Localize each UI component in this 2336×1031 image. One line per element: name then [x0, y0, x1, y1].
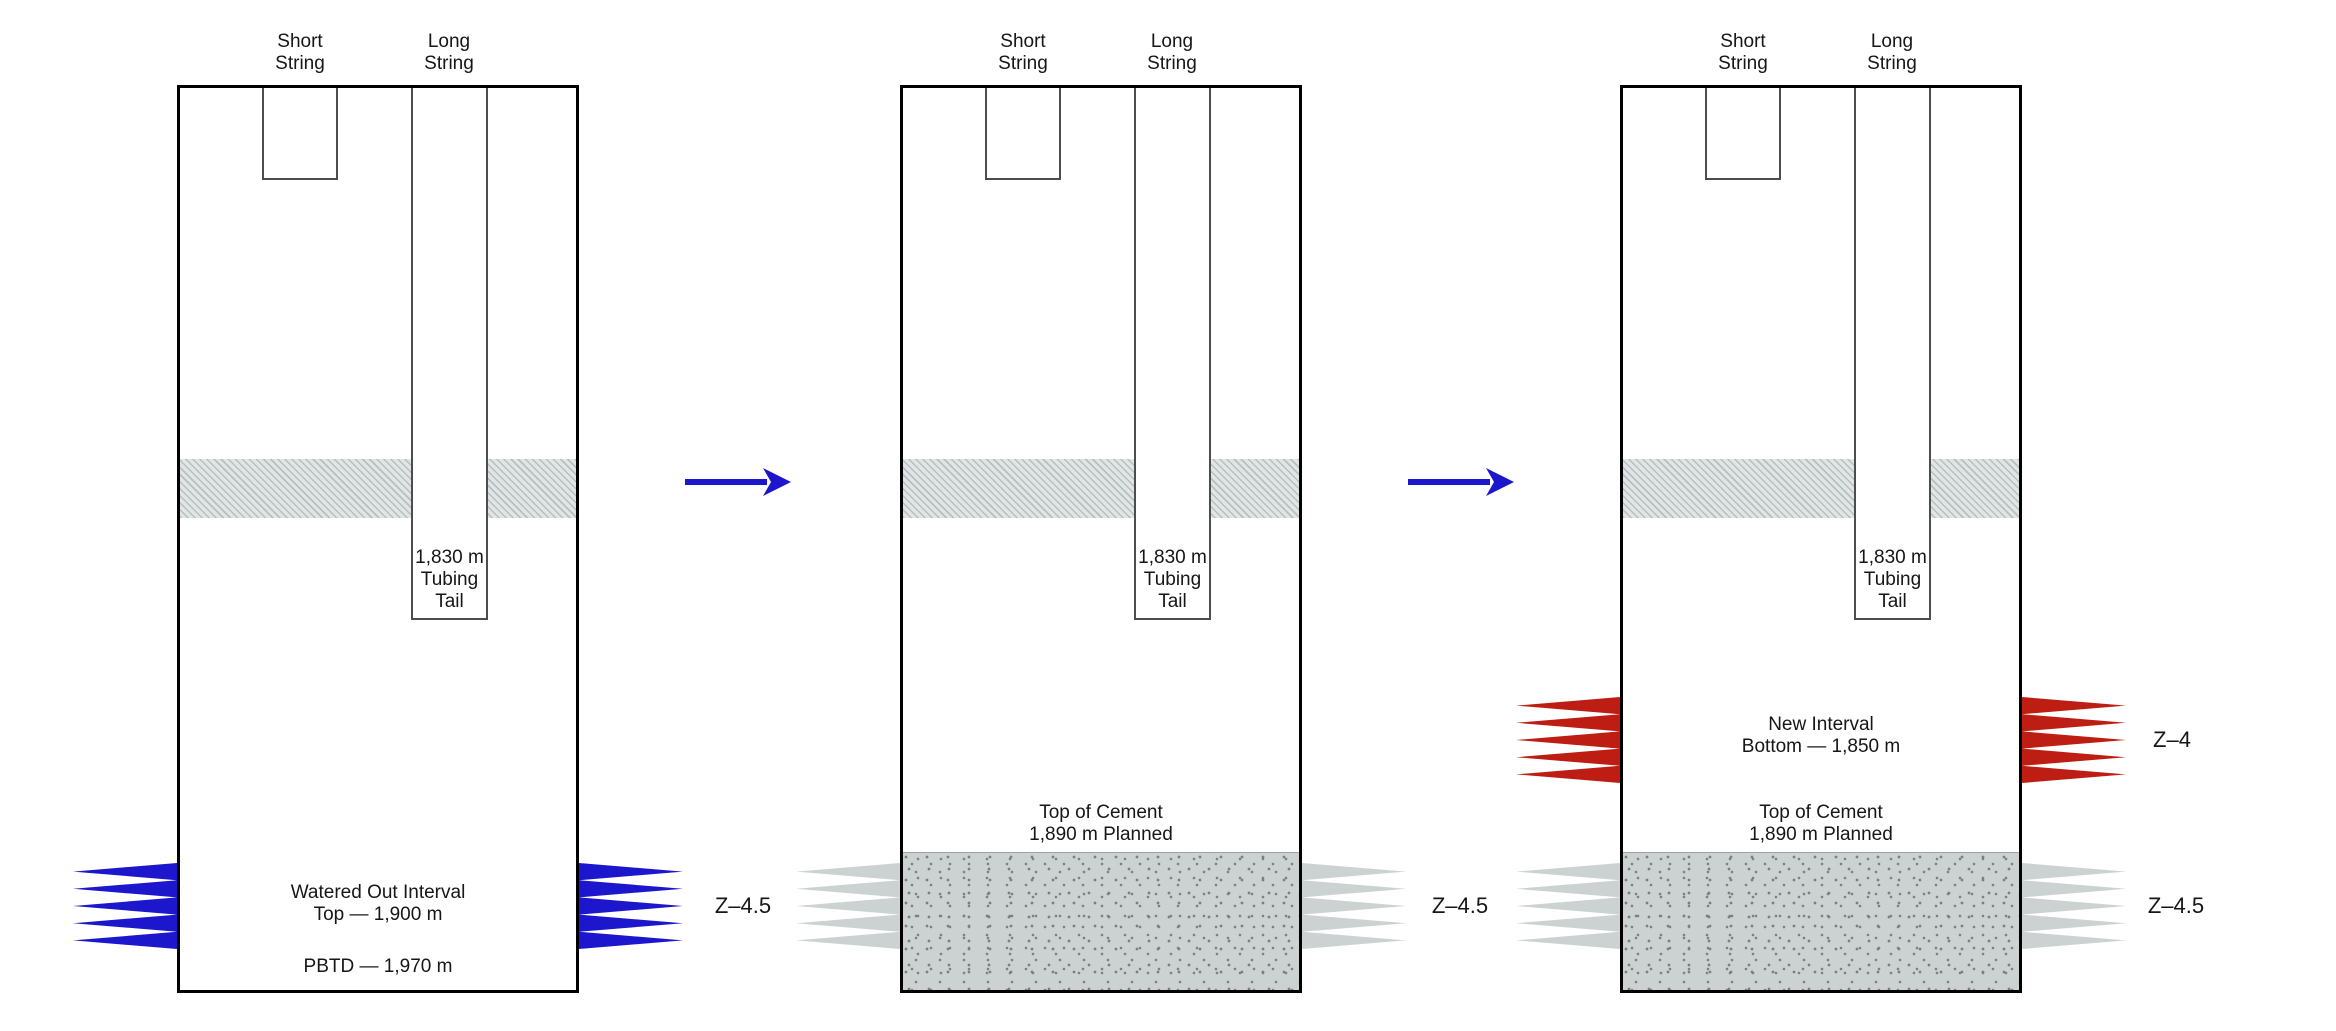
perforation-teeth — [73, 863, 177, 949]
short-string-pipe — [262, 88, 338, 180]
well-casing-stage-2: 1,830 m Tubing Tail Top of Cement 1,890 … — [900, 85, 1302, 993]
perforations-gray-left — [796, 863, 900, 949]
perforations-red-left — [1516, 697, 1620, 783]
packer-hatch-band — [903, 459, 1299, 518]
short-string-label: Short String — [275, 31, 325, 74]
perforations-gray-left — [1516, 863, 1620, 949]
well-casing-stage-1: 1,830 m Tubing Tail Watered Out Interval… — [177, 85, 579, 993]
packer-hatch-band — [1623, 459, 2019, 518]
zone-label-z45-stage-2: Z–4.5 — [1431, 893, 1489, 918]
tubing-tail-label: 1,830 m Tubing Tail — [415, 547, 484, 612]
zone-label-z45-stage-3: Z–4.5 — [2147, 893, 2205, 918]
long-string-label: Long String — [1147, 31, 1197, 74]
cement-plug-fill — [903, 852, 1299, 990]
long-string-label: Long String — [1867, 31, 1917, 74]
perforation-teeth — [2022, 863, 2126, 949]
transition-arrow-icon-1 — [685, 468, 791, 496]
packer-hatch-band — [180, 459, 576, 518]
short-string-label: Short String — [998, 31, 1048, 74]
tubing-tail-label: 1,830 m Tubing Tail — [1138, 547, 1207, 612]
zone-label-z4-stage-3: Z–4 — [2153, 727, 2191, 752]
tubing-tail-label: 1,830 m Tubing Tail — [1858, 547, 1927, 612]
long-string-pipe: 1,830 m Tubing Tail — [1854, 88, 1931, 620]
well-casing-stage-3: 1,830 m Tubing Tail New Interval Bottom … — [1620, 85, 2022, 993]
arrow-shaft — [1408, 479, 1490, 485]
new-interval-label: New Interval Bottom — 1,850 m — [1741, 714, 1901, 757]
arrow-shaft — [685, 479, 767, 485]
perforations-gray-right — [1302, 863, 1406, 949]
short-string-pipe — [1705, 88, 1781, 180]
long-string-pipe: 1,830 m Tubing Tail — [411, 88, 488, 620]
top-of-cement-label: Top of Cement 1,890 m Planned — [1029, 802, 1173, 845]
perforation-teeth — [796, 863, 900, 949]
perforation-teeth — [2022, 697, 2126, 783]
short-string-pipe — [985, 88, 1061, 180]
arrow-head — [763, 468, 791, 496]
perforations-red-right — [2022, 697, 2126, 783]
perforation-teeth — [1302, 863, 1406, 949]
arrow-head — [1486, 468, 1514, 496]
long-string-label: Long String — [424, 31, 474, 74]
pbtd-label: PBTD — 1,970 m — [303, 956, 453, 977]
transition-arrow-icon-2 — [1408, 468, 1514, 496]
short-string-label: Short String — [1718, 31, 1768, 74]
perforation-teeth — [1516, 863, 1620, 949]
long-string-pipe: 1,830 m Tubing Tail — [1134, 88, 1211, 620]
perforation-teeth — [579, 863, 683, 949]
zone-label-z45-stage-1: Z–4.5 — [714, 893, 772, 918]
cement-plug-fill — [1623, 852, 2019, 990]
watered-out-interval-label: Watered Out Interval Top — 1,900 m — [290, 882, 466, 925]
perforations-blue-right — [579, 863, 683, 949]
perforations-blue-left — [73, 863, 177, 949]
perforation-teeth — [1516, 697, 1620, 783]
top-of-cement-label: Top of Cement 1,890 m Planned — [1749, 802, 1893, 845]
perforations-gray-right — [2022, 863, 2126, 949]
